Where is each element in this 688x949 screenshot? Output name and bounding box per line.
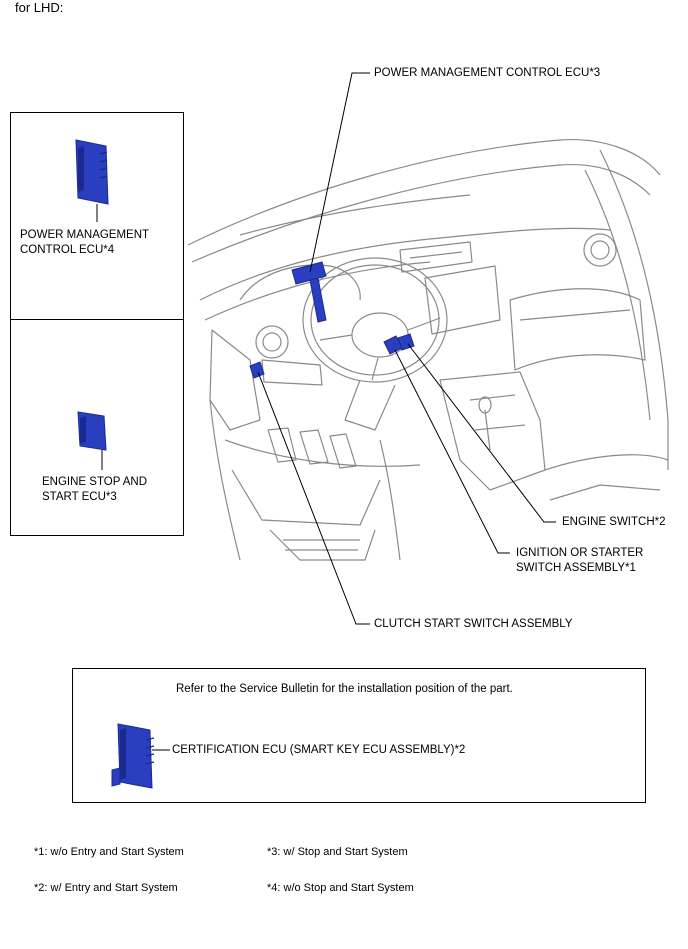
power-management-ecu-3-part (291, 261, 327, 323)
service-bulletin-box (72, 668, 646, 803)
engine-stop-start-ecu-label: ENGINE STOP AND START ECU*3 (42, 476, 148, 503)
footnote-2: *2: w/ Entry and Start System (34, 882, 178, 894)
page-heading: for LHD: (15, 0, 64, 15)
footnote-1: *1: w/o Entry and Start System (34, 846, 184, 858)
clutch-start-switch-part (249, 361, 265, 379)
footnote-3: *3: w/ Stop and Start System (267, 846, 408, 858)
ignition-switch-callout: IGNITION OR STARTER SWITCH ASSEMBLY*1 (516, 547, 644, 574)
certification-ecu-label: CERTIFICATION ECU (SMART KEY ECU ASSEMBL… (172, 744, 466, 756)
engine-switch-callout: ENGINE SWITCH*2 (562, 516, 666, 528)
leader-lines (96, 72, 556, 751)
footnote-4: *4: w/o Stop and Start System (267, 882, 414, 894)
power-management-ecu-3-callout: POWER MANAGEMENT CONTROL ECU*3 (374, 67, 601, 79)
engine-stop-start-ecu-icon (77, 411, 107, 451)
clutch-switch-callout: CLUTCH START SWITCH ASSEMBLY (374, 618, 573, 630)
dashboard-outline (187, 138, 669, 561)
power-management-ecu-4-label: POWER MANAGEMENT CONTROL ECU*4 (20, 229, 150, 256)
certification-ecu-icon (111, 723, 155, 789)
service-bulletin-note: Refer to the Service Bulletin for the in… (176, 683, 513, 695)
power-management-ecu-4-icon (75, 139, 109, 205)
inset-box-engine-stop-start-ecu (10, 319, 184, 536)
